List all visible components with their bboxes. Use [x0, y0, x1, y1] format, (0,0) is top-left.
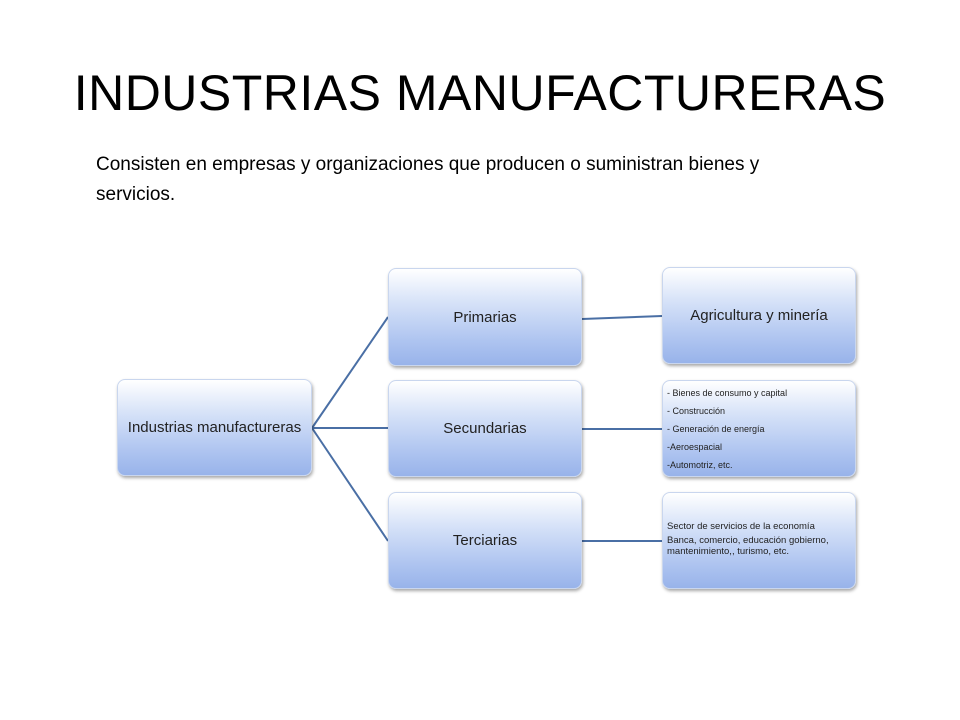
branch-label: Terciarias — [452, 532, 518, 549]
list-item: - Generación de energía — [667, 423, 765, 434]
branch-label: Primarias — [453, 308, 517, 326]
branch-node-primarias: Primarias — [388, 268, 582, 366]
detail-node-primarias: Agricultura y minería — [662, 267, 856, 364]
list-item: - Bienes de consumo y capital — [667, 387, 788, 398]
list-item: Sector de servicios de la economía — [667, 521, 815, 532]
page-title: INDUSTRIAS MANUFACTURERAS — [73, 65, 887, 121]
list-item: Banca, comercio, educación gobierno, man… — [667, 535, 829, 557]
detail-node-secundarias: - Bienes de consumo y capital - Construc… — [662, 380, 856, 477]
branch-label: Secundarias — [443, 420, 527, 437]
subtitle: Consisten en empresas y organizaciones q… — [96, 154, 760, 205]
list-item: - Construcción — [667, 405, 726, 416]
detail-paragraphs: Sector de servicios de la economía Banca… — [667, 521, 855, 560]
branch-node-terciarias: Terciarias — [388, 492, 582, 589]
detail-list: - Bienes de consumo y capital - Construc… — [667, 384, 787, 474]
root-node: Industrias manufactureras — [117, 379, 312, 476]
root-node-label: Industrias manufactureras — [127, 419, 302, 436]
branch-node-secundarias: Secundarias — [388, 380, 582, 477]
list-item: -Automotriz, etc. — [667, 459, 733, 470]
detail-node-terciarias: Sector de servicios de la economía Banca… — [662, 492, 856, 589]
connector-root-terciarias — [311, 427, 389, 542]
detail-text: Agricultura y minería — [690, 307, 828, 324]
list-item: -Aeroespacial — [667, 441, 723, 452]
connector-primarias-detail — [581, 315, 663, 320]
connector-root-primarias — [311, 316, 389, 429]
